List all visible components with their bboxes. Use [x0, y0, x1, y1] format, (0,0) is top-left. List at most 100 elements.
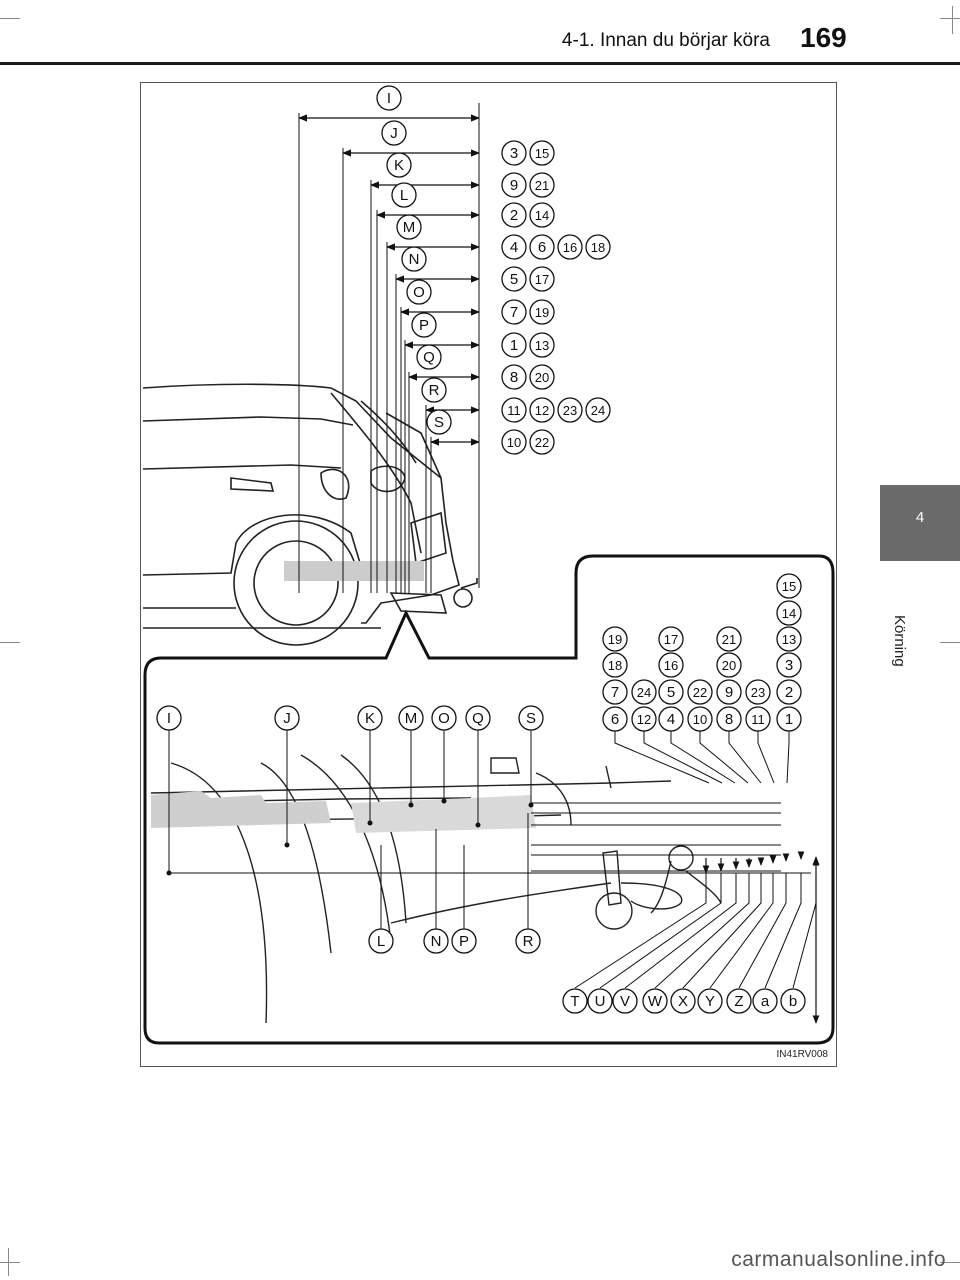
grid-number-21-circle: [716, 626, 742, 652]
ref-number-21-K: 21: [529, 172, 555, 198]
height-leader-Y: [709, 873, 774, 989]
grid-number-22: 22: [687, 679, 713, 705]
dimension-letter-I-text: I: [387, 90, 391, 107]
height-letter-V: V: [612, 988, 638, 1014]
grid-number-18: 18: [602, 652, 628, 678]
height-letter-X-text: X: [678, 993, 688, 1010]
ref-number-23-R: 23: [557, 397, 583, 423]
ref-number-24-R-text: 24: [591, 403, 605, 418]
grid-number-13-circle: [776, 626, 802, 652]
detail-letter-S-circle: [518, 705, 544, 731]
ref-number-11-R-text: 11: [507, 403, 521, 418]
ref-number-15-J-text: 15: [535, 146, 549, 161]
grid-number-11-circle: [745, 706, 771, 732]
dimension-letter-N-text: N: [409, 251, 420, 268]
ref-number-2-L-circle: [501, 202, 527, 228]
ref-number-12-R-text: 12: [535, 403, 549, 418]
height-letter-X-circle: [670, 988, 696, 1014]
ref-number-23-R-circle: [557, 397, 583, 423]
grid-number-2-text: 2: [785, 684, 793, 701]
dimension-letter-J-text: J: [390, 125, 398, 142]
grid-number-15: 15: [776, 573, 802, 599]
dimension-letter-P: P: [411, 312, 437, 338]
grid-number-14-circle: [776, 600, 802, 626]
detail-letter-R-text: R: [523, 933, 534, 950]
ref-number-10-S: 10: [501, 429, 527, 455]
grid-number-19: 19: [602, 626, 628, 652]
detail-letter-N-circle: [423, 928, 449, 954]
ref-number-19-O-circle: [529, 299, 555, 325]
detail-letter-M: M: [398, 705, 424, 731]
detail-letter-L-circle: [368, 928, 394, 954]
height-letter-T-text: T: [570, 993, 579, 1010]
ref-number-16-M-circle: [557, 234, 583, 260]
height-letter-W-text: W: [648, 993, 663, 1010]
chapter-label: Körning: [880, 565, 960, 675]
grid-number-3-circle: [776, 652, 802, 678]
ref-number-1-P-text: 1: [510, 337, 518, 354]
dimension-letter-N: N: [401, 246, 427, 272]
grid-number-20-text: 20: [722, 658, 736, 673]
grid-number-22-text: 22: [693, 685, 707, 700]
height-letter-a-circle: [752, 988, 778, 1014]
ref-number-24-R: 24: [585, 397, 611, 423]
ref-number-18-M-circle: [585, 234, 611, 260]
ref-number-2-L-text: 2: [510, 207, 518, 224]
ref-number-3-J-circle: [501, 140, 527, 166]
grid-number-10-text: 10: [693, 712, 707, 727]
ref-number-14-L-text: 14: [535, 208, 549, 223]
grid-number-7-circle: [602, 679, 628, 705]
detail-point-J: [284, 842, 290, 848]
grid-number-20-circle: [716, 652, 742, 678]
detail-letter-M-circle: [398, 705, 424, 731]
detail-letter-L: L: [368, 928, 394, 954]
detail-letter-O-circle: [431, 705, 457, 731]
ref-number-6-M-text: 6: [538, 239, 546, 256]
detail-point-Q: [475, 822, 481, 828]
dimension-letter-Q-circle: [416, 344, 442, 370]
dimension-letter-L-text: L: [400, 187, 408, 204]
ref-number-15-J-circle: [529, 140, 555, 166]
detail-letter-J: J: [274, 705, 300, 731]
grid-number-11: 11: [745, 706, 771, 732]
grid-leader-1: [786, 731, 790, 784]
detail-point-O: [441, 798, 447, 804]
dimension-letter-S-text: S: [434, 414, 444, 431]
grid-leader-4: [670, 731, 736, 784]
grid-number-16: 16: [658, 652, 684, 678]
dimension-letter-K-text: K: [394, 157, 404, 174]
height-letter-Y: Y: [697, 988, 723, 1014]
ref-number-17-N-circle: [529, 266, 555, 292]
height-letter-U-circle: [587, 988, 613, 1014]
dimension-letter-M: M: [396, 214, 422, 240]
grid-number-4-text: 4: [667, 711, 675, 728]
ref-number-4-M-circle: [501, 234, 527, 260]
grid-number-4: 4: [658, 706, 684, 732]
grid-leader-8: [728, 731, 762, 784]
grid-number-21-text: 21: [722, 632, 736, 647]
grid-number-6-circle: [602, 706, 628, 732]
ref-number-1-P: 1: [501, 332, 527, 358]
dimension-letter-Q-text: Q: [423, 349, 435, 366]
detail-letter-M-text: M: [405, 710, 418, 727]
height-letter-U-text: U: [595, 993, 606, 1010]
grid-number-4-circle: [658, 706, 684, 732]
height-letter-a-text: a: [761, 993, 770, 1010]
ref-number-11-R: 11: [501, 397, 527, 423]
grid-number-9: 9: [716, 679, 742, 705]
detail-callout-outline: [143, 554, 835, 1045]
dimension-letter-J: J: [381, 120, 407, 146]
grid-number-5: 5: [658, 679, 684, 705]
ref-number-8-Q-text: 8: [510, 369, 518, 386]
dimension-letter-L-circle: [391, 182, 417, 208]
ref-number-11-R-circle: [501, 397, 527, 423]
grid-leader-11: [757, 731, 775, 784]
grid-number-14: 14: [776, 600, 802, 626]
ref-number-22-S: 22: [529, 429, 555, 455]
detail-member-shade: [351, 795, 536, 833]
dimension-letter-L: L: [391, 182, 417, 208]
ref-number-14-L: 14: [529, 202, 555, 228]
dimension-letter-P-text: P: [419, 317, 429, 334]
height-letter-a: a: [752, 988, 778, 1014]
